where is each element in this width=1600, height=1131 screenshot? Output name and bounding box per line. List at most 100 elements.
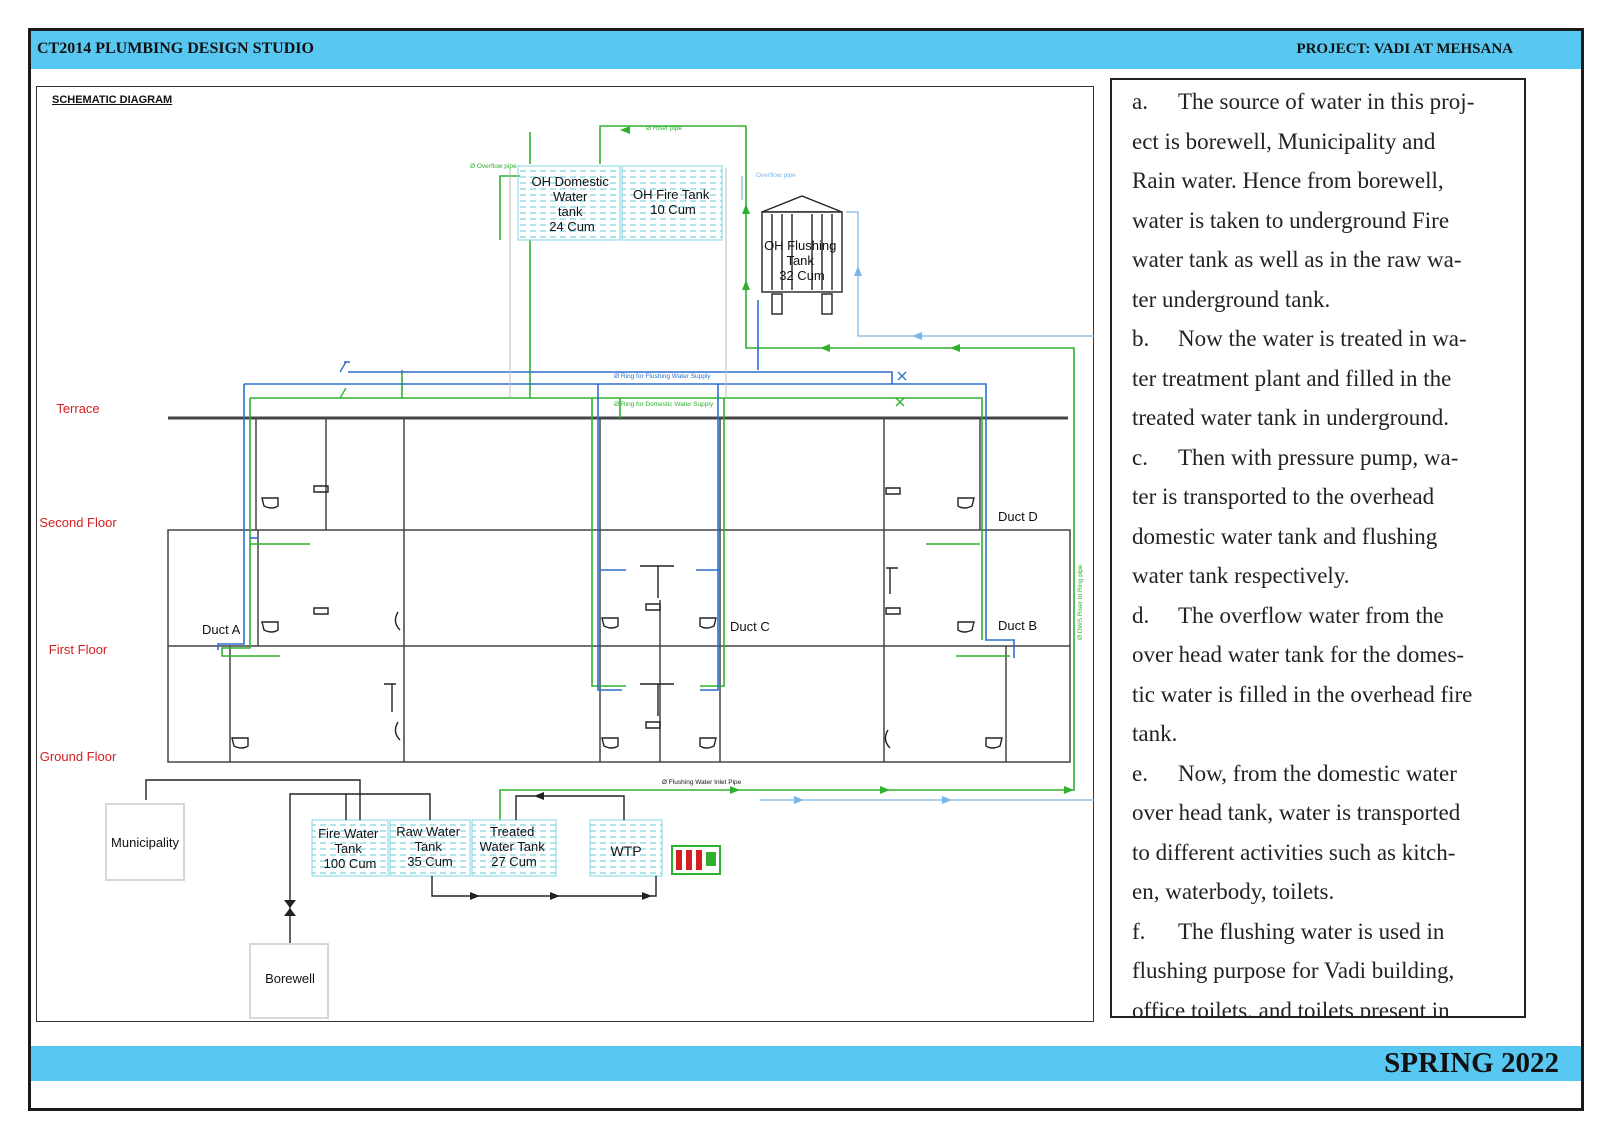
note-text: domestic water tank and flushing [1132,523,1438,549]
note-line: en, waterbody, toilets. [1132,872,1514,912]
ring-flushing-label: Ø Ring for Flushing Water Supply [614,373,711,380]
note-text: The overflow water from the [1178,602,1444,628]
note-text: ter treatment plant and filled in the [1132,365,1452,391]
floor-label-ground: Ground Floor [40,749,117,764]
note-text: tic water is filled in the overhead fire [1132,681,1473,707]
overflow-pipes [741,176,1094,801]
note-text: water is taken to underground Fire [1132,207,1450,233]
note-text: Rain water. Hence from borewell, [1132,168,1444,193]
oh-domestic-tank-label: OH Domestic Water tank 24 Cum [532,174,613,234]
ring-domestic-label: Ø Ring for Domestic Water Supply [614,401,714,408]
note-line: domestic water tank and flushing [1132,517,1514,557]
municipality-label: Municipality [111,835,179,850]
duct-a-label: Duct A [202,622,241,637]
studio-title: CT2014 PLUMBING DESIGN STUDIO [37,40,314,57]
overflow-pipe-right-label: Overflow pipe [756,172,796,179]
diagram-frame [36,86,1094,1022]
note-text: ter is transported to the overhead [1132,484,1435,509]
borewell-box [249,943,329,1019]
notes-panel: a. The source of water in this proj-ect i… [1110,78,1526,1018]
note-text: ter underground tank. [1132,286,1331,312]
note-key: f. [1132,918,1146,944]
note-line: d. The overflow water from the [1132,596,1514,636]
riser-pipe-label: Ø Riser pipe [646,125,683,132]
note-line: ter underground tank. [1132,280,1514,320]
valve-icons-green [339,387,905,407]
fire-water-tank-label: Fire Water Tank 100 Cum [318,826,382,871]
note-line: water tank respectively. [1132,556,1514,596]
note-text: Now the water is treated in wa- [1178,326,1467,351]
floor-label-terrace: Terrace [56,401,99,416]
diagram-title: SCHEMATIC DIAGRAM [52,94,173,106]
note-text: The flushing water is used in [1178,918,1445,944]
note-line: tic water is filled in the overhead fire [1132,675,1514,715]
note-line: over head tank, water is transported [1132,793,1514,833]
treated-water-tank-label: Treated Water Tank 27 Cum [480,824,549,869]
dws-riser-label: Ø DWS Riser to Ring pipe [1077,564,1084,640]
note-text: tank. [1132,721,1178,746]
floor-label-first: First Floor [49,642,108,657]
notes-list: a. The source of water in this proj-ect i… [1112,80,1524,1018]
note-line: a. The source of water in this proj- [1132,82,1514,122]
note-line: tank. [1132,714,1514,754]
note-text: en, waterbody, toilets. [1132,879,1335,904]
oh-flushing-tank [761,195,843,315]
note-line: treated water tank in underground. [1132,398,1514,438]
project-title: PROJECT: VADI AT MEHSANA [1296,41,1513,57]
note-text: treated water tank in underground. [1132,405,1449,430]
borewell-label: Borewell [265,971,315,986]
municipality-box [105,803,185,881]
duct-b-label: Duct B [998,618,1037,633]
note-line: c. Then with pressure pump, wa- [1132,438,1514,478]
note-line: flushing purpose for Vadi building, [1132,951,1514,991]
flow-arrows-blue [794,266,952,804]
underground-tanks [311,819,663,877]
pump-set-icon [671,845,721,875]
note-text: Now, from the domestic water [1178,760,1457,786]
raw-water-tank-label: Raw Water Tank 35 Cum [396,824,463,869]
overflow-pipe-left-label: Ø Overflow pipe [470,163,517,170]
note-text: over head water tank for the domes- [1132,642,1465,667]
note-text: office toilets, and toilets present in [1132,997,1450,1018]
note-text: ect is borewell, Municipality and [1132,128,1436,154]
oh-fire-tank-label: OH Fire Tank 10 Cum [633,187,713,217]
note-line: ter is transported to the overhead [1132,477,1514,517]
oh-tanks [509,165,727,398]
oh-flushing-tank-label: OH Flushing Tank 32 Cum [764,238,840,283]
note-key: b. [1132,326,1150,351]
header-bar: CT2014 PLUMBING DESIGN STUDIO PROJECT: V… [31,31,1581,69]
note-key: e. [1132,760,1148,786]
flow-arrows [620,126,1074,794]
valve-icons [339,361,907,381]
ug-pipes [145,779,657,944]
note-text: The source of water in this proj- [1178,89,1475,114]
fixtures [231,485,1003,749]
semester-label: SPRING 2022 [1384,1047,1559,1079]
note-text: flushing purpose for Vadi building, [1132,958,1455,983]
ug-arrows [284,792,652,916]
note-text: water tank respectively. [1132,563,1350,588]
note-text: over head tank, water is transported [1132,800,1461,825]
note-key: a. [1132,89,1148,114]
flushing-water-pipes [217,300,1015,691]
note-line: to different activities such as kitch- [1132,833,1514,873]
duct-c-label: Duct C [730,619,770,634]
duct-d-label: Duct D [998,509,1038,524]
note-text: water tank as well as in the raw wa- [1132,247,1462,272]
note-line: f. The flushing water is used in [1132,912,1514,952]
floor-label-second: Second Floor [39,515,117,530]
note-text: Then with pressure pump, wa- [1178,444,1459,470]
note-key: c. [1132,444,1148,470]
note-line: water tank as well as in the raw wa- [1132,240,1514,280]
note-line: Rain water. Hence from borewell, [1132,161,1514,201]
note-line: ect is borewell, Municipality and [1132,122,1514,162]
flushing-inlet-label: Ø Flushing Water Inlet Pipe [662,779,742,786]
note-line: over head water tank for the domes- [1132,635,1514,675]
wtp-label: WTP [610,843,641,859]
building-section [167,416,1071,763]
note-line: b. Now the water is treated in wa- [1132,319,1514,359]
note-line: e. Now, from the domestic water [1132,754,1514,794]
note-key: d. [1132,602,1150,628]
note-line: ter treatment plant and filled in the [1132,359,1514,399]
